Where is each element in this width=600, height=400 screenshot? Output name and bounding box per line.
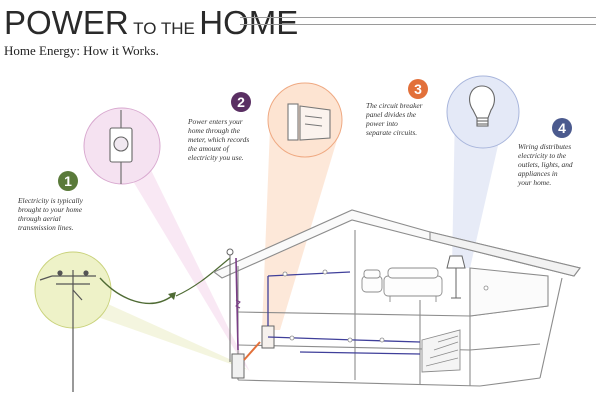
step-1-description: Electricity is typically brought to your… (18, 196, 118, 232)
meter-to-panel-feed (243, 341, 261, 361)
cable-detail (235, 299, 241, 309)
step-3-line: The circuit breaker (366, 101, 423, 110)
page-subtitle: Home Energy: How it Works. (4, 43, 159, 58)
step-1-line: transmission lines. (18, 223, 74, 232)
step-2-line: Power enters your (188, 117, 243, 126)
title-word-home: HOME (199, 4, 299, 41)
service-entrance-cable (235, 257, 239, 351)
title-block: POWER TO THE HOME Home Energy: How it Wo… (4, 6, 298, 59)
step-4-line: your home. (518, 178, 552, 187)
step-2-line: home through the (188, 126, 240, 135)
light-bulb-icon (469, 85, 495, 127)
step-badge-1: 1 (58, 171, 78, 191)
armchair (361, 269, 383, 293)
service-drop-wire (99, 277, 173, 305)
step-2-description: Power enters your home through the meter… (188, 117, 278, 162)
step-1-line: brought to your home (18, 205, 82, 214)
electric-meter-icon (109, 110, 133, 184)
step-3-line: separate circuits. (366, 128, 418, 137)
step-badge-4: 4 (552, 118, 572, 138)
step-4-line: appliances in (518, 169, 558, 178)
step-1-line: through aerial (18, 214, 61, 223)
step-badge-2: 2 (231, 92, 251, 112)
step-4-description: Wiring distributes electricity to the ou… (518, 142, 598, 187)
step-badge-3: 3 (408, 79, 428, 99)
title-word-power: POWER (4, 4, 129, 41)
step-2-line: electricity you use. (188, 153, 244, 162)
breaker-panel-icon (287, 103, 331, 141)
zoom-cone-panel (262, 128, 340, 330)
step-1-line: Electricity is typically (18, 196, 83, 205)
house-meter (226, 248, 245, 379)
title-word-tothe: TO THE (133, 19, 195, 38)
step-4-line: Wiring distributes (518, 142, 572, 151)
step-4-line: electricity to the (518, 151, 567, 160)
step-4-line: outlets, lights, and (518, 160, 573, 169)
page-title: POWER TO THE HOME (4, 6, 298, 39)
step-3-line: panel divides the (366, 110, 417, 119)
zoom-cone-bulb (452, 110, 505, 268)
outlet-markers (282, 269, 489, 343)
header-rule-top (240, 17, 596, 18)
utility-pole-icon (39, 270, 96, 392)
house-outline (212, 209, 581, 387)
branch-circuits (267, 271, 421, 355)
step-3-line: power into (366, 119, 398, 128)
header-rule-bottom (240, 24, 596, 25)
floor-lamp (446, 255, 466, 299)
sofa (383, 267, 443, 302)
step-2-line: meter, which records (188, 135, 250, 144)
wire-connector (168, 292, 176, 300)
staircase (421, 329, 461, 373)
service-drop-wire-2 (175, 257, 231, 297)
step-3-description: The circuit breaker panel divides the po… (366, 101, 456, 137)
step-2-line: the amount of (188, 144, 229, 153)
